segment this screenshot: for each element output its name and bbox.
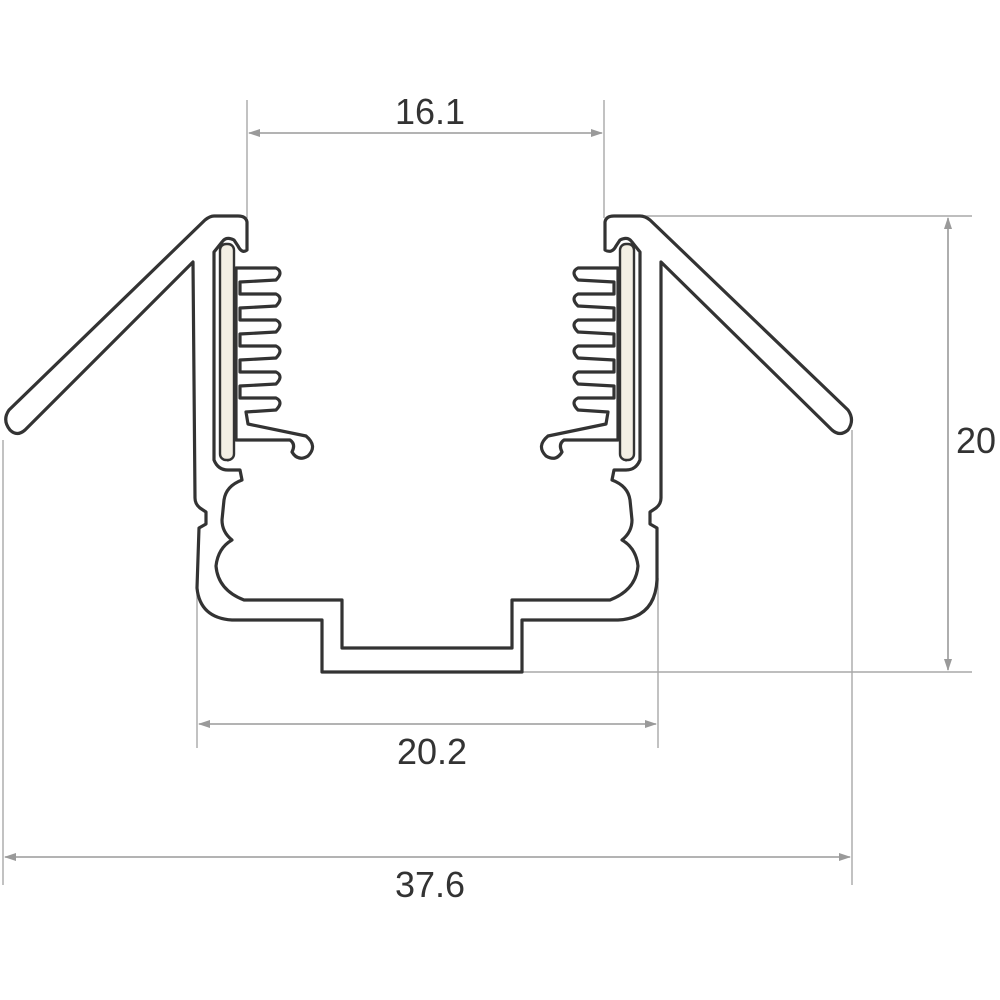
left-led-strip [218, 242, 236, 462]
right-led-strip [618, 242, 636, 462]
extension-lines [2, 100, 972, 885]
dim-label-overall-width: 37.6 [395, 864, 465, 905]
left-heatsink-fins [234, 266, 315, 460]
dim-label-top-opening: 16.1 [395, 91, 465, 132]
right-heatsink-fins [539, 266, 620, 460]
dimension-lines [4, 129, 952, 861]
dim-label-inner-width: 20.2 [397, 731, 467, 772]
dim-label-height: 20 [956, 420, 996, 461]
aluminium-profile [4, 214, 854, 674]
profile-body [4, 214, 854, 674]
